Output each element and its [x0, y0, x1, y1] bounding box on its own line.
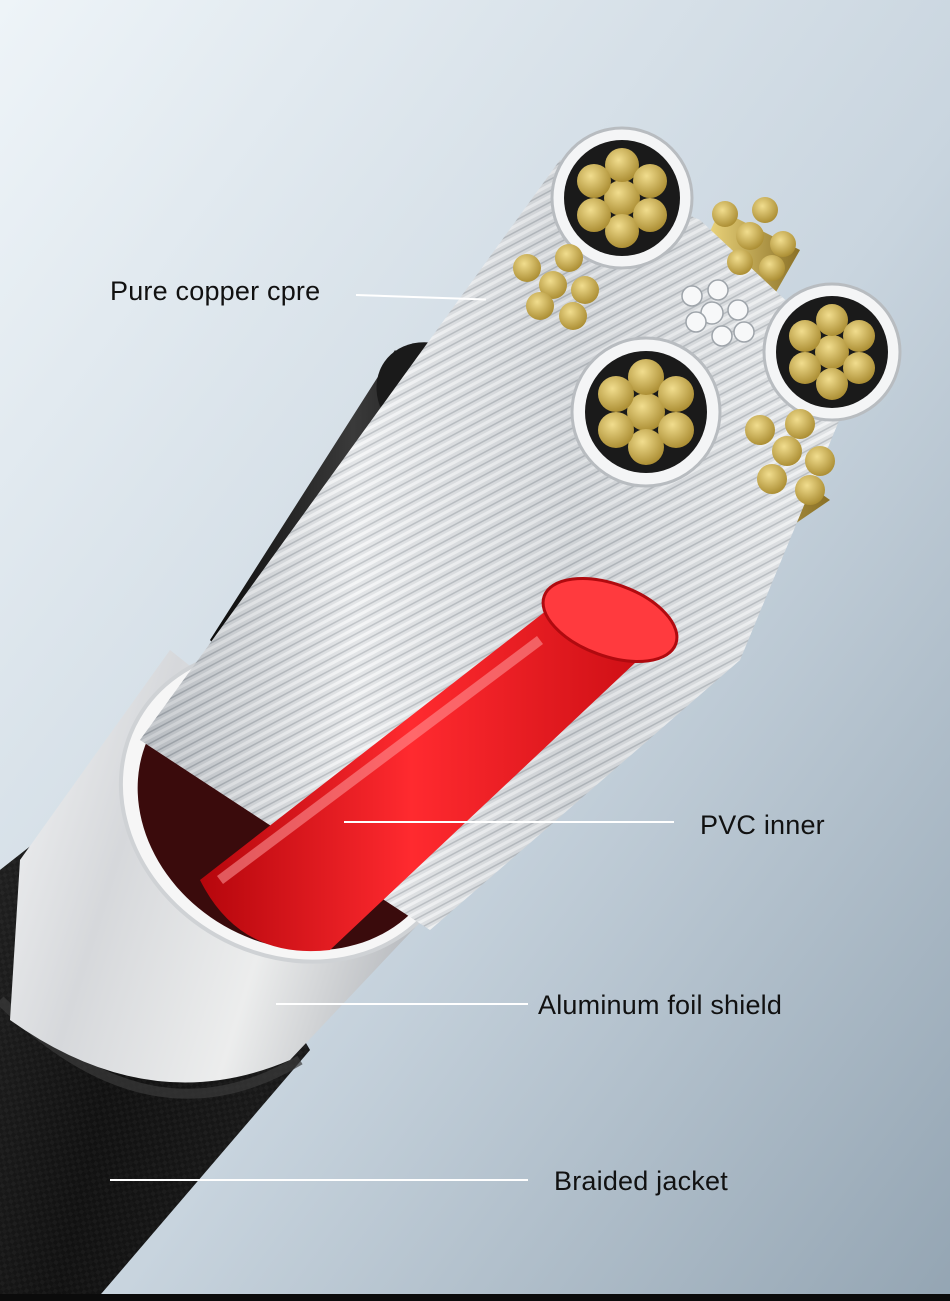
leader-line-jacket [110, 1179, 528, 1181]
leader-line-foil [276, 1003, 528, 1005]
bare-copper-bundle-left [513, 244, 599, 330]
bare-copper-bundle-bottom-right [745, 409, 835, 505]
pvc-inner-core [200, 577, 679, 952]
bare-copper-bundle-top-right [712, 197, 796, 281]
label-pure-copper-core: Pure copper cpre [110, 276, 321, 306]
bottom-edge-bar [0, 1294, 950, 1301]
tinned-strand-bundle [681, 279, 755, 347]
conductor-end-face-front [570, 336, 722, 488]
label-aluminum-foil-shield: Aluminum foil shield [538, 990, 783, 1020]
leader-line-pvc [344, 821, 674, 823]
conductor-end-face-top [550, 126, 694, 270]
label-braided-jacket: Braided jacket [554, 1166, 728, 1196]
label-pvc-inner: PVC inner [700, 810, 825, 840]
conductor-end-face-right [762, 282, 902, 422]
